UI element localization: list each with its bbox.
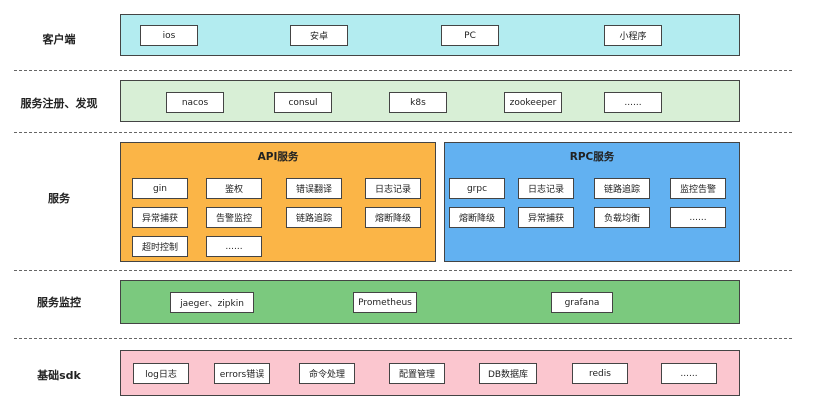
rpc-service-title: RPC服务 bbox=[569, 151, 615, 163]
registry-layer-label: 服务注册、发现 bbox=[20, 97, 98, 110]
registry-node-nacos: nacos bbox=[166, 92, 224, 113]
api-node-circuit-breaker: 熔断降级 bbox=[365, 207, 421, 228]
client-node-miniprogram: 小程序 bbox=[604, 25, 662, 46]
sdk-node-command: 命令处理 bbox=[299, 363, 355, 384]
client-node-ios: ios bbox=[140, 25, 198, 46]
monitor-node-jaeger-zipkin: jaeger、zipkin bbox=[170, 292, 254, 313]
sdk-node-log: log日志 bbox=[133, 363, 189, 384]
registry-node-k8s: k8s bbox=[389, 92, 447, 113]
monitor-layer-label: 服务监控 bbox=[37, 296, 81, 309]
api-node-error-translate: 错误翻译 bbox=[286, 178, 342, 199]
sdk-node-redis: redis bbox=[572, 363, 628, 384]
api-node-timeout: 超时控制 bbox=[132, 236, 188, 257]
layer-divider-2 bbox=[14, 132, 792, 133]
sdk-layer-label: 基础sdk bbox=[37, 369, 81, 382]
rpc-service-panel: RPC服务 bbox=[444, 142, 740, 262]
registry-node-more: ...... bbox=[604, 92, 662, 113]
rpc-node-more: ...... bbox=[670, 207, 726, 228]
rpc-node-monitoring: 监控告警 bbox=[670, 178, 726, 199]
api-node-logging: 日志记录 bbox=[365, 178, 421, 199]
api-service-panel: API服务 bbox=[120, 142, 436, 262]
api-node-tracing: 链路追踪 bbox=[286, 207, 342, 228]
rpc-node-tracing: 链路追踪 bbox=[594, 178, 650, 199]
rpc-node-circuit-breaker: 熔断降级 bbox=[449, 207, 505, 228]
api-node-exception: 异常捕获 bbox=[132, 207, 188, 228]
registry-node-consul: consul bbox=[274, 92, 332, 113]
client-layer-label: 客户端 bbox=[42, 33, 76, 46]
sdk-node-db: DB数据库 bbox=[479, 363, 537, 384]
client-node-android: 安卓 bbox=[290, 25, 348, 46]
monitor-node-prometheus: Prometheus bbox=[353, 292, 417, 313]
monitor-node-grafana: grafana bbox=[551, 292, 613, 313]
rpc-node-logging: 日志记录 bbox=[518, 178, 574, 199]
sdk-node-more: ...... bbox=[661, 363, 717, 384]
client-node-pc: PC bbox=[441, 25, 499, 46]
service-layer-label: 服务 bbox=[48, 192, 70, 205]
api-node-more: ...... bbox=[206, 236, 262, 257]
layer-divider-1 bbox=[14, 70, 792, 71]
api-node-gin: gin bbox=[132, 178, 188, 199]
rpc-node-load-balance: 负载均衡 bbox=[594, 207, 650, 228]
registry-node-zookeeper: zookeeper bbox=[504, 92, 562, 113]
api-node-alert: 告警监控 bbox=[206, 207, 262, 228]
api-service-title: API服务 bbox=[257, 151, 299, 163]
sdk-node-errors: errors错误 bbox=[214, 363, 270, 384]
sdk-node-config: 配置管理 bbox=[389, 363, 445, 384]
layer-divider-4 bbox=[14, 338, 792, 339]
rpc-node-grpc: grpc bbox=[449, 178, 505, 199]
rpc-node-exception: 异常捕获 bbox=[518, 207, 574, 228]
api-node-auth: 鉴权 bbox=[206, 178, 262, 199]
layer-divider-3 bbox=[14, 270, 792, 271]
